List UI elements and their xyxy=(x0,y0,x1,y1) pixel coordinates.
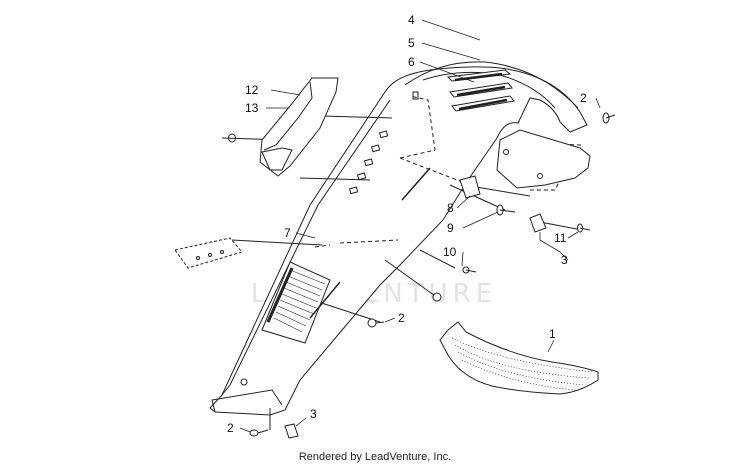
callout-13: 13 xyxy=(245,101,259,115)
grab-handle-edge xyxy=(263,81,313,151)
assembly-lines xyxy=(221,115,583,430)
leader-lines xyxy=(239,19,601,433)
callout-labels: 4 5 6 12 13 2 8 9 10 11 3 7 2 1 2 3 xyxy=(227,13,587,435)
fender-stripe xyxy=(309,281,341,319)
warning-decal xyxy=(261,261,331,344)
callout-4: 4 xyxy=(408,13,415,27)
callout-3-bottom: 3 xyxy=(310,407,317,421)
side-plate-hole xyxy=(503,149,509,155)
callout-2-middle: 2 xyxy=(398,311,405,325)
screw-right-mid xyxy=(432,292,442,302)
reference-dashes xyxy=(314,95,584,248)
screw-top-right xyxy=(602,112,616,124)
push-pin xyxy=(462,266,477,274)
callout-8: 8 xyxy=(447,201,454,215)
callout-7: 7 xyxy=(284,226,291,240)
callout-9: 9 xyxy=(447,221,454,235)
fender-left-edge xyxy=(221,99,391,396)
fender-tail-edge xyxy=(211,389,283,413)
rack-bracket-hole xyxy=(208,253,212,257)
fender-slots xyxy=(348,91,419,195)
fender-stripe xyxy=(401,167,431,201)
fender-hole xyxy=(240,378,248,386)
callout-2-top: 2 xyxy=(580,91,587,105)
vent-louvers xyxy=(446,69,515,112)
footer-credit: Rendered by LeadVenture, Inc. xyxy=(298,451,452,463)
side-plate-hole xyxy=(537,173,543,179)
washer xyxy=(228,133,236,143)
rack-bracket-hole xyxy=(220,250,224,254)
screw-bottom xyxy=(249,429,269,437)
rivet-small xyxy=(577,223,591,233)
speed-nut xyxy=(529,213,547,233)
callout-6: 6 xyxy=(408,55,415,69)
callout-12: 12 xyxy=(245,83,259,97)
side-plate xyxy=(496,129,591,189)
callout-1: 1 xyxy=(549,327,556,341)
fender-top-arch xyxy=(404,61,579,109)
speed-nut xyxy=(284,423,299,439)
callout-3-right: 3 xyxy=(561,253,568,267)
grab-handle-end xyxy=(261,147,293,171)
rack-bracket-hole xyxy=(196,256,200,260)
rivet xyxy=(496,204,516,216)
callout-10: 10 xyxy=(443,245,457,259)
rack-bracket xyxy=(174,237,243,269)
callout-2-bottom: 2 xyxy=(227,421,234,435)
callout-11: 11 xyxy=(554,231,567,245)
callout-5: 5 xyxy=(408,36,415,50)
mounting-bracket xyxy=(459,175,481,199)
screw-middle xyxy=(367,318,385,328)
heat-shield xyxy=(439,321,599,395)
